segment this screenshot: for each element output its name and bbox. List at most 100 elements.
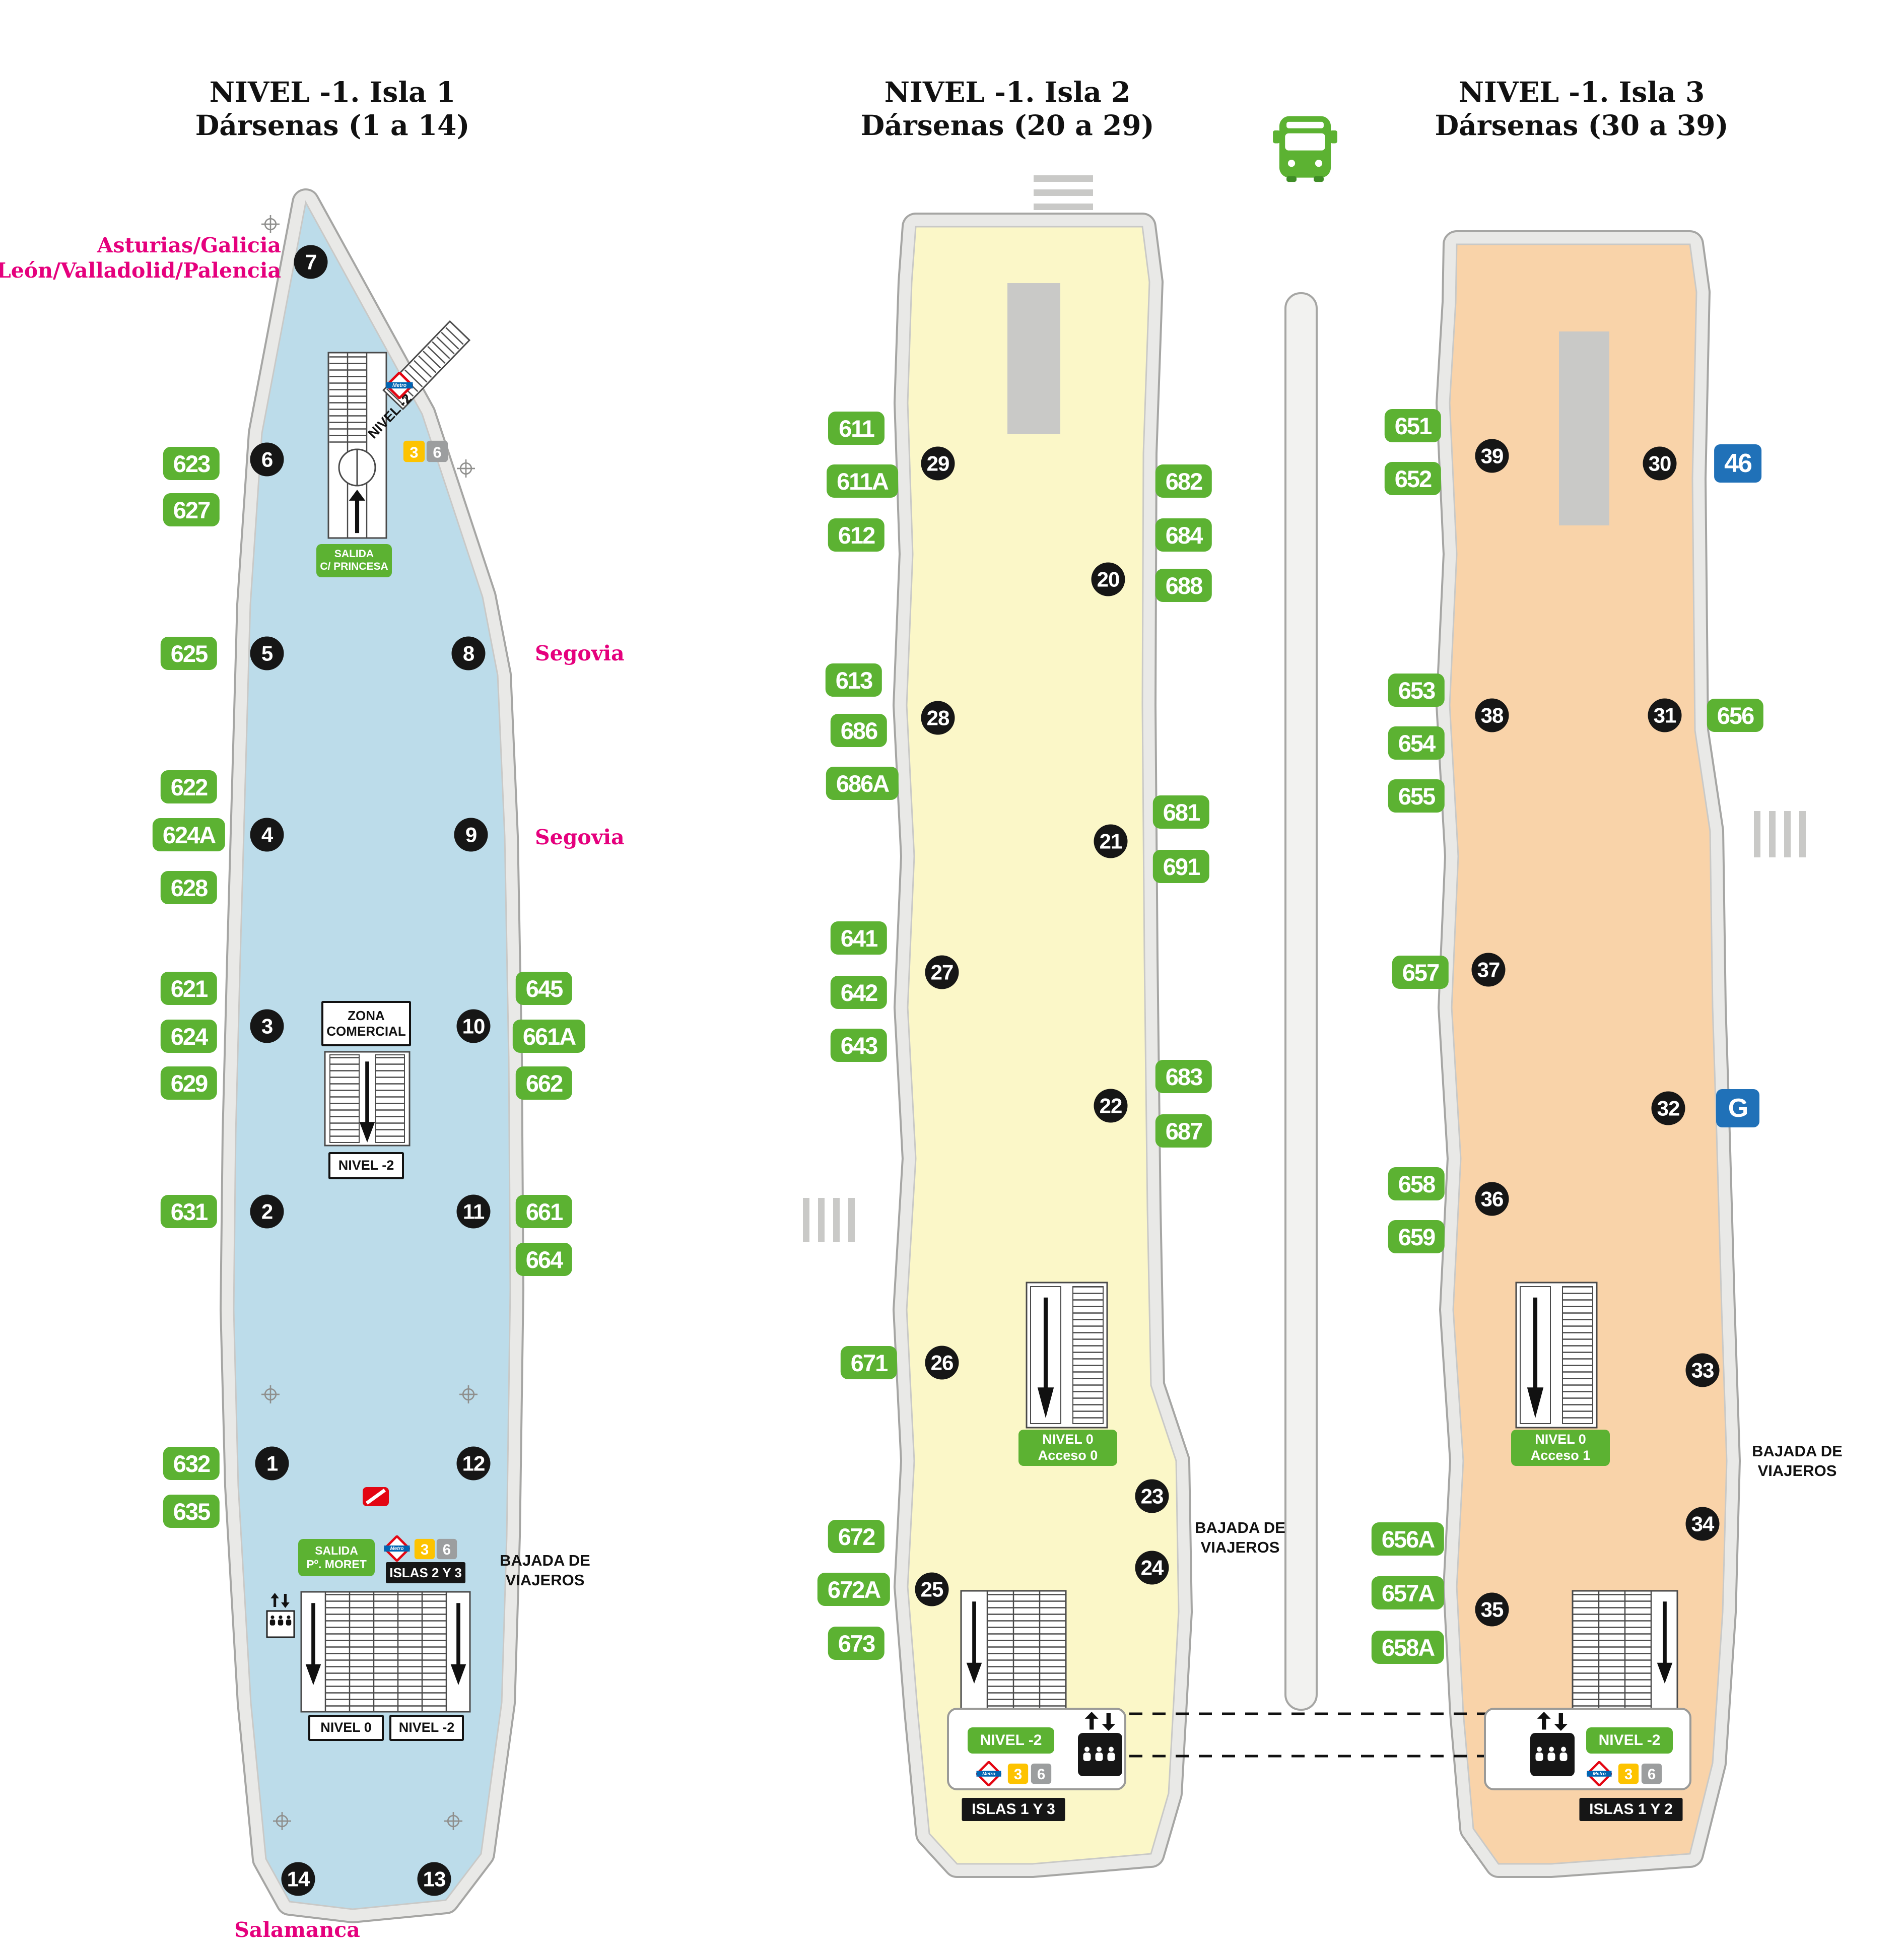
route-badge-657: 657 <box>1392 956 1449 989</box>
bay-33: 33 <box>1685 1353 1720 1387</box>
dashed-connection-lines <box>1083 1712 1536 1758</box>
box-line: Acceso 0 <box>1038 1448 1098 1463</box>
route-badge-611: 611 <box>828 412 885 445</box>
route-badge-672A: 672A <box>817 1573 891 1606</box>
bay-12: 12 <box>456 1446 491 1481</box>
median-strip <box>1284 292 1318 1711</box>
bay-25: 25 <box>915 1572 949 1606</box>
isla2-mid-escalator <box>1026 1282 1108 1429</box>
route-badge-621: 621 <box>160 972 218 1005</box>
route-badge-681: 681 <box>1152 795 1210 829</box>
bay-31: 31 <box>1648 698 1682 732</box>
bay-27: 27 <box>925 955 959 989</box>
isla3-bottom-escalators <box>1572 1590 1678 1713</box>
isla1-bottom-escalators <box>300 1591 471 1713</box>
route-badge-611A: 611A <box>827 464 898 498</box>
route-badge-664: 664 <box>515 1243 573 1276</box>
destination-line: Segovia <box>535 641 625 665</box>
stairs-hatch-isla2-top <box>1034 175 1093 210</box>
bay-2: 2 <box>250 1194 284 1229</box>
nivel-2-isla1-label: NIVEL -2 <box>389 1715 464 1741</box>
route-badge-623: 623 <box>163 447 220 480</box>
islas-1y2-label: ISLAS 1 Y 2 <box>1579 1798 1683 1821</box>
bay-34: 34 <box>1685 1507 1720 1541</box>
bay-29: 29 <box>921 446 955 481</box>
destination-line: Segovia <box>535 825 625 849</box>
nivel-2-zona-label: NIVEL -2 <box>328 1152 404 1179</box>
bay-20: 20 <box>1091 562 1125 596</box>
island-title-line2: Dársenas (1 a 14) <box>195 109 470 142</box>
route-badge-628: 628 <box>160 871 218 904</box>
isla1-top-stairs <box>327 352 387 539</box>
destination-label: Segovia <box>535 825 625 850</box>
isla3-mid-escalator <box>1515 1282 1598 1429</box>
route-badge-656A: 656A <box>1371 1522 1445 1556</box>
note-line: VIAJEROS <box>505 1571 585 1589</box>
isla1-mid-escalator <box>324 1051 411 1147</box>
route-badge-661: 661 <box>515 1195 573 1228</box>
island-title-line1: NIVEL -1. Isla 1 <box>209 76 456 108</box>
bay-23: 23 <box>1135 1479 1169 1513</box>
route-badge-661A: 661A <box>512 1020 586 1053</box>
bay-1: 1 <box>255 1446 289 1481</box>
box-line: NIVEL -2 <box>398 1720 455 1735</box>
bay-6: 6 <box>250 442 284 477</box>
route-badge-624: 624 <box>160 1020 218 1053</box>
isla1-bottom-metro-row <box>363 1487 457 1561</box>
nivel-2-isla3-label: NIVEL -2 <box>1586 1727 1673 1754</box>
route-badge-683: 683 <box>1155 1060 1212 1093</box>
route-badge-686: 686 <box>830 714 888 747</box>
box-line: COMERCIAL <box>326 1024 406 1039</box>
route-badge-654: 654 <box>1388 726 1445 760</box>
route-badge-622: 622 <box>160 770 218 803</box>
note-line: VIAJEROS <box>1757 1462 1837 1480</box>
box-line: SALIDA <box>315 1543 358 1557</box>
isla2-bottom-escalators <box>960 1590 1067 1713</box>
route-badge-688: 688 <box>1155 569 1212 602</box>
box-line: NIVEL -2 <box>980 1732 1042 1749</box>
bajada-viajeros-isla3: BAJADA DE VIAJEROS <box>1752 1441 1843 1481</box>
bay-3: 3 <box>250 1009 284 1043</box>
route-badge-627: 627 <box>163 493 220 526</box>
island-title-line2: Dársenas (20 a 29) <box>860 109 1154 142</box>
bay-32: 32 <box>1651 1091 1685 1125</box>
bay-13: 13 <box>417 1862 451 1896</box>
isla3-service-shaft <box>1559 331 1609 525</box>
box-line: NIVEL 0 <box>320 1720 372 1735</box>
islas-2y3-label: ISLAS 2 Y 3 <box>386 1562 465 1583</box>
note-line: BAJADA DE <box>500 1552 590 1569</box>
bay-5: 5 <box>250 636 284 670</box>
box-line: NIVEL -2 <box>338 1158 394 1173</box>
elevator-isla1 <box>266 1593 295 1638</box>
route-badge-641: 641 <box>830 921 888 955</box>
bay-21: 21 <box>1094 824 1128 858</box>
island-title-line1: NIVEL -1. Isla 2 <box>884 76 1131 108</box>
destination-label: Segovia <box>535 641 625 666</box>
route-badge-624A: 624A <box>152 818 226 851</box>
route-badge-631: 631 <box>160 1195 218 1228</box>
islas-1y3-label: ISLAS 1 Y 3 <box>962 1798 1065 1821</box>
bay-39: 39 <box>1475 439 1509 473</box>
route-badge-625: 625 <box>160 637 218 670</box>
destination-line: León/Valladolid/Palencia <box>0 258 281 283</box>
box-line: C/ PRINCESA <box>320 561 388 572</box>
bay-4: 4 <box>250 818 284 852</box>
route-badge-658: 658 <box>1388 1167 1445 1200</box>
route-badge-673: 673 <box>828 1627 885 1660</box>
route-badge-687: 687 <box>1155 1114 1212 1148</box>
route-badge-645: 645 <box>515 972 573 1005</box>
route-badge-686A: 686A <box>826 767 899 800</box>
bajada-viajeros-isla2: BAJADA DE VIAJEROS <box>1195 1518 1285 1557</box>
note-line: BAJADA DE <box>1752 1442 1843 1460</box>
note-line: VIAJEROS <box>1200 1538 1280 1556</box>
box-line: SALIDA <box>334 548 374 560</box>
route-badge-643: 643 <box>830 1029 888 1062</box>
note-line: BAJADA DE <box>1195 1519 1285 1536</box>
